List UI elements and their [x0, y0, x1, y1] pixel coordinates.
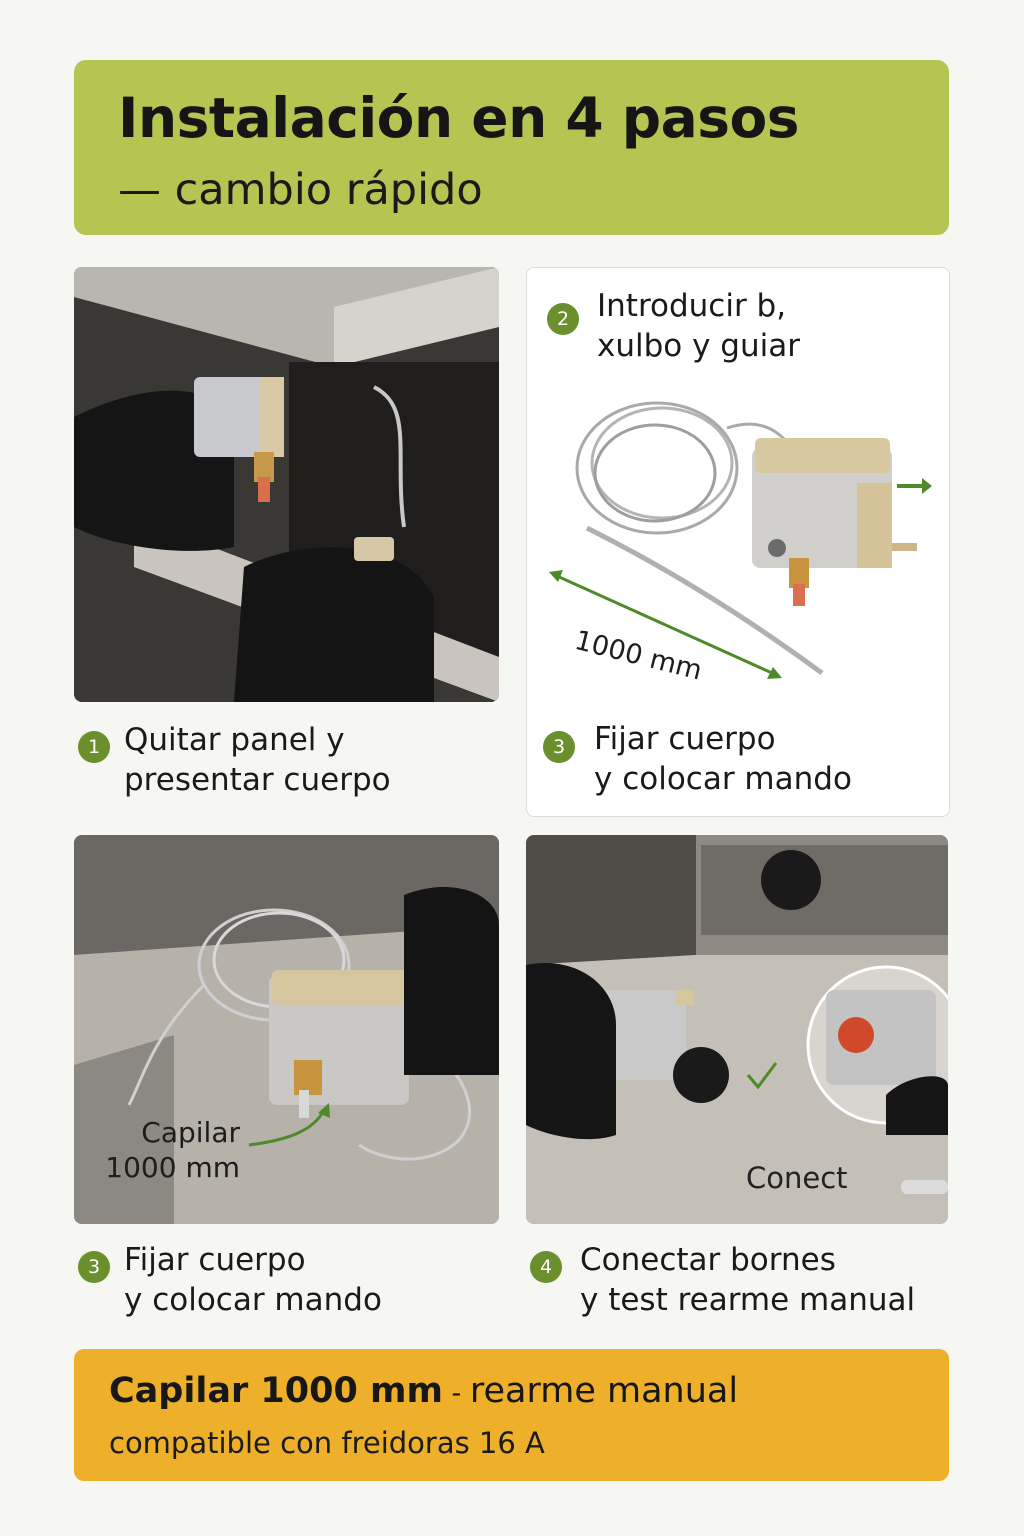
capilar-label-line-2: 1000 mm	[105, 1151, 240, 1184]
step-4-line-1: Conectar bornes	[580, 1242, 836, 1278]
step-2-caption: Introducir b, xulbo y guiar	[597, 286, 800, 366]
capilar-label-line-1: Capilar	[141, 1116, 240, 1149]
page-subtitle: — cambio rápido	[118, 165, 483, 215]
spec-separator: -	[442, 1378, 470, 1409]
step-3-badge-top: 3	[543, 731, 575, 763]
panel-removal-illustration	[74, 267, 499, 702]
step-1-photo	[74, 267, 499, 702]
step-1-line-1: Quitar panel y	[124, 722, 345, 758]
spec-line-2: compatible con freidoras 16 A	[109, 1426, 545, 1460]
step-3-line-1: Fijar cuerpo	[124, 1242, 306, 1278]
spec-line-1: Capilar 1000 mm - rearme manual	[109, 1371, 738, 1411]
step-1-line-2: presentar cuerpo	[124, 762, 391, 798]
step-2-card: 2 Introducir b, xulbo y guiar 1000 mm 3 …	[526, 267, 950, 817]
step-1-badge: 1	[78, 731, 110, 763]
step-3-caption: Fijar cuerpo y colocar mando	[124, 1240, 382, 1320]
step-1-caption: Quitar panel y presentar cuerpo	[124, 720, 391, 800]
step-4-line-2: y test rearme manual	[580, 1282, 916, 1318]
step-3-line-2: y colocar mando	[124, 1282, 382, 1318]
step-2-badge: 2	[547, 303, 579, 335]
step-4-badge: 4	[530, 1251, 562, 1283]
spec-rearme: rearme manual	[469, 1371, 739, 1411]
step-3-top-line-2: y colocar mando	[594, 761, 852, 797]
capilar-label: Capilar 1000 mm	[104, 1115, 240, 1185]
step-3-badge: 3	[78, 1251, 110, 1283]
step-4-photo: Conect	[526, 835, 948, 1224]
step-2-line-2: xulbo y guiar	[597, 328, 800, 364]
step-3-caption-top: Fijar cuerpo y colocar mando	[594, 719, 852, 799]
step-2-line-1: Introducir b,	[597, 288, 787, 324]
connect-label: Conect	[746, 1161, 848, 1195]
title-banner: Instalación en 4 pasos — cambio rápido	[74, 60, 949, 235]
page-title: Instalación en 4 pasos	[118, 86, 800, 150]
fix-body-illustration	[74, 835, 499, 1224]
connect-terminals-illustration	[526, 835, 948, 1224]
spec-banner: Capilar 1000 mm - rearme manual compatib…	[74, 1349, 949, 1481]
thermostat-illustration	[549, 401, 932, 679]
spec-capilar: Capilar 1000 mm	[109, 1371, 443, 1411]
step-3-photo: Capilar 1000 mm	[74, 835, 499, 1224]
step-4-caption: Conectar bornes y test rearme manual	[580, 1240, 915, 1320]
step-3-top-line-1: Fijar cuerpo	[594, 721, 776, 757]
